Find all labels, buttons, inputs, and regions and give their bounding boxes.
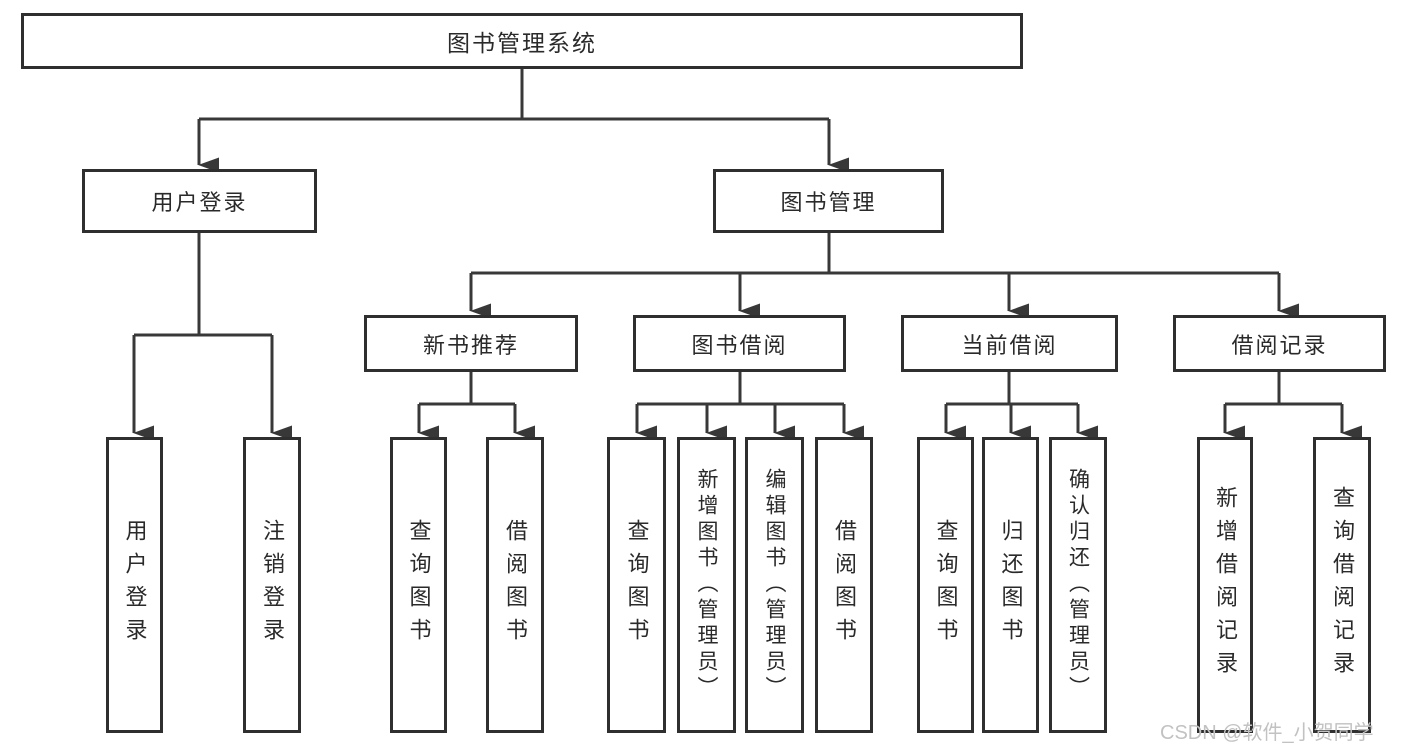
leaf-user-login: 用户登录 bbox=[106, 437, 163, 733]
node-user-login: 用户登录 bbox=[82, 169, 317, 233]
leaf-edit-book-admin: 编辑图书（管理员） bbox=[745, 437, 804, 733]
node-label: 借阅图书 bbox=[503, 519, 528, 651]
leaf-add-borrow-record: 新增借阅记录 bbox=[1197, 437, 1253, 733]
leaf-borrow-books-2: 借阅图书 bbox=[815, 437, 873, 733]
node-label: 查询图书 bbox=[933, 519, 959, 651]
leaf-query-books-3: 查询图书 bbox=[917, 437, 974, 733]
node-label: 查询借阅记录 bbox=[1330, 486, 1355, 684]
leaf-confirm-return-admin: 确认归还（管理员） bbox=[1049, 437, 1107, 733]
node-book-borrow: 图书借阅 bbox=[633, 315, 846, 372]
node-label: 借阅记录 bbox=[1231, 332, 1328, 358]
node-label: 新书推荐 bbox=[422, 332, 519, 358]
node-new-book-recommend: 新书推荐 bbox=[364, 315, 578, 372]
node-label: 用户登录 bbox=[122, 519, 148, 651]
node-label: 图书借阅 bbox=[691, 332, 788, 358]
node-label: 新增借阅记录 bbox=[1213, 486, 1238, 684]
node-borrow-records: 借阅记录 bbox=[1173, 315, 1386, 372]
node-label: 归还图书 bbox=[998, 519, 1024, 651]
leaf-add-book-admin: 新增图书（管理员） bbox=[677, 437, 736, 733]
node-label: 注销登录 bbox=[260, 519, 285, 651]
node-label: 查询图书 bbox=[624, 519, 650, 651]
node-label: 新增图书（管理员） bbox=[695, 468, 718, 702]
node-label: 查询图书 bbox=[406, 519, 432, 651]
node-label: 用户登录 bbox=[151, 190, 248, 215]
leaf-query-books-2: 查询图书 bbox=[607, 437, 666, 733]
node-label: 当前借阅 bbox=[961, 332, 1058, 358]
node-label: 确认归还（管理员） bbox=[1066, 468, 1090, 702]
leaf-return-books: 归还图书 bbox=[982, 437, 1039, 733]
node-book-management: 图书管理 bbox=[713, 169, 944, 233]
node-current-borrow: 当前借阅 bbox=[901, 315, 1118, 372]
leaf-query-books-1: 查询图书 bbox=[390, 437, 447, 733]
leaf-borrow-books-1: 借阅图书 bbox=[486, 437, 544, 733]
node-label: 图书管理 bbox=[780, 190, 877, 215]
node-label: 借阅图书 bbox=[832, 519, 857, 651]
leaf-logout: 注销登录 bbox=[243, 437, 301, 733]
node-label: 图书管理系统 bbox=[447, 30, 597, 56]
node-root-system: 图书管理系统 bbox=[21, 13, 1023, 69]
leaf-query-borrow-record: 查询借阅记录 bbox=[1313, 437, 1371, 733]
node-label: 编辑图书（管理员） bbox=[763, 468, 786, 702]
